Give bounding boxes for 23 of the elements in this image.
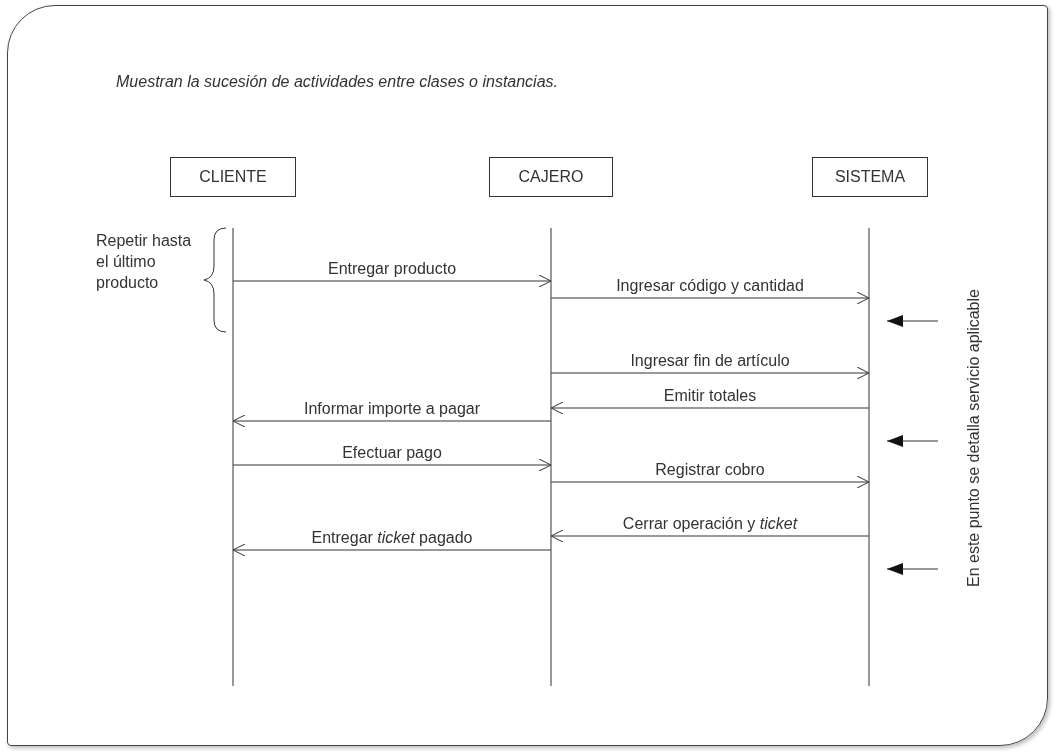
- pointer-arrow: [886, 563, 939, 575]
- message-arrow: [232, 458, 552, 472]
- pointer-arrow: [886, 435, 939, 447]
- message-arrow: [550, 529, 870, 543]
- message-arrow: [550, 401, 870, 415]
- repeat-note: Repetir hasta el último producto: [96, 231, 193, 293]
- participant-box: CAJERO: [489, 157, 613, 197]
- message-label: Registrar cobro: [653, 461, 767, 479]
- participant-box: CLIENTE: [170, 157, 296, 197]
- message-arrow: [550, 475, 870, 489]
- message-arrow: [550, 291, 870, 305]
- participant-box: SISTEMA: [812, 157, 928, 197]
- message-arrow: [232, 274, 552, 288]
- message-arrow: [232, 543, 552, 557]
- message-label: Cerrar operación y ticket: [620, 515, 800, 533]
- message-arrow: [550, 366, 870, 380]
- message-label: Efectuar pago: [340, 444, 444, 462]
- message-arrow: [232, 414, 552, 428]
- diagram-title: Muestran la sucesión de actividades entre clases o instancias.: [116, 73, 558, 91]
- message-label: Ingresar código y cantidad: [614, 277, 806, 295]
- message-label: Entregar ticket pagado: [309, 529, 475, 547]
- side-note: En este punto se detalla servicio aplicable: [940, 270, 1006, 605]
- pointer-arrow: [886, 315, 939, 327]
